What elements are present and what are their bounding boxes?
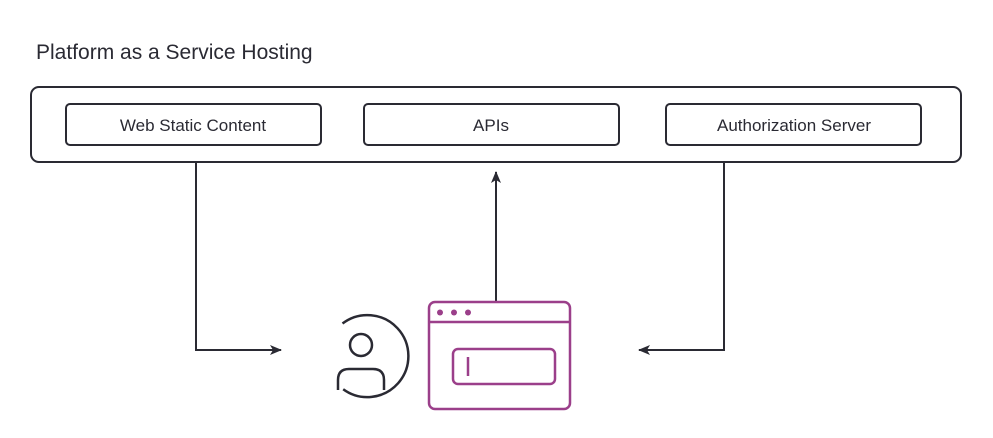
browser-window-icon (427, 300, 572, 411)
arrow-auth-server-to-browser (638, 162, 725, 355)
window-dot-icon (437, 309, 443, 316)
browser-input-field (451, 347, 557, 386)
user-icon (336, 313, 410, 399)
apis-box: APIs (363, 103, 620, 146)
authorization-server-label: Authorization Server (717, 116, 871, 135)
window-dot-icon (451, 309, 457, 316)
arrow-web-static-to-user (195, 162, 282, 355)
platform-container (30, 86, 962, 163)
diagram-title: Platform as a Service Hosting (36, 41, 313, 64)
apis-label: APIs (473, 116, 509, 135)
web-static-content-box: Web Static Content (65, 103, 322, 146)
authorization-server-box: Authorization Server (665, 103, 922, 146)
window-dot-icon (465, 309, 471, 316)
web-static-content-label: Web Static Content (120, 116, 266, 135)
